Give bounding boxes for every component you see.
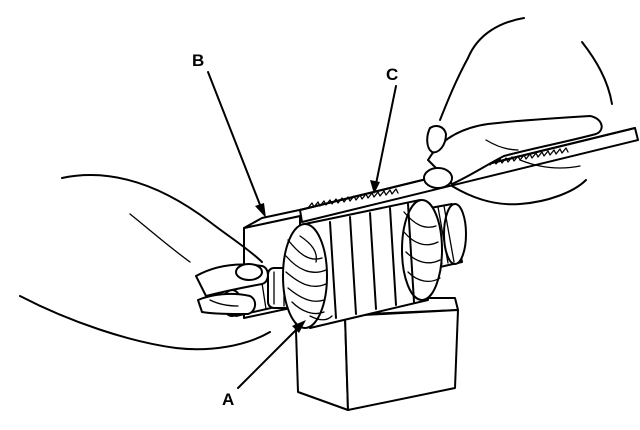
armature-core xyxy=(282,199,443,329)
callout-label-a: A xyxy=(222,390,234,409)
callout-label-c: C xyxy=(386,65,398,84)
left-hand xyxy=(19,174,271,351)
callout-label-b: B xyxy=(192,51,204,70)
right-hand xyxy=(423,17,613,206)
callout-leaders xyxy=(207,71,397,389)
